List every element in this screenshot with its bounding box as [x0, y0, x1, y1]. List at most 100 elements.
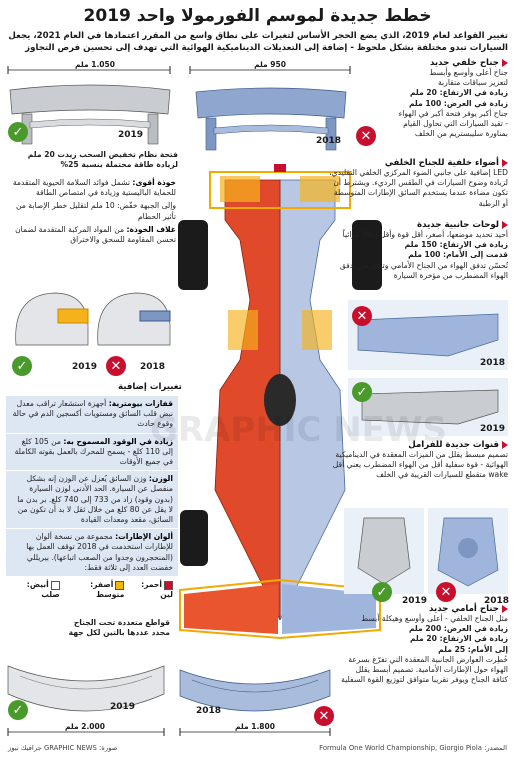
- footer-source: المصدر: Formula One World Championship, …: [319, 744, 507, 752]
- tyre-legend: أحمر: لين أصفر: متوسط أبيض: صلب: [6, 577, 178, 602]
- helmet-year-2019: 2019: [72, 362, 98, 372]
- helmet-shell-heading: غلاف الخوذة:: [126, 224, 176, 234]
- check-icon: ✓: [8, 700, 28, 720]
- legend-yellow-label: أصفر: متوسط: [90, 580, 125, 599]
- front-wing-width-2018: 1.800 ملم: [235, 722, 275, 731]
- rear-wing-illustrations: [7, 66, 351, 151]
- footer-credit: صورة: GRAPHIC NEWS جرافيك نيوز: [8, 744, 118, 752]
- front-wing-year-2019: 2019: [110, 702, 136, 712]
- car-top-view: [178, 164, 382, 640]
- helmet-year-2018: 2018: [140, 362, 166, 372]
- brake-duct-2018-image: [428, 508, 508, 594]
- extra-item-text: مجموعة من نسخة ألوان للإطارات استخدمت في…: [26, 532, 173, 572]
- front-wing-line: إلى الأمام: 25 ملم: [438, 644, 508, 654]
- brake-ducts-heading: قنوات جديدة للفرامل: [408, 440, 499, 450]
- rear-wing-year-2019: 2019: [118, 130, 144, 140]
- front-wing-illustrations: [7, 665, 331, 736]
- rear-wing-line: جناح أكبر يوفر فتحة أكبر في الهواء: [398, 108, 508, 118]
- front-wing-block: جناح أمامي جديد مثل الجناح الخلفي - أعلى…: [340, 604, 508, 685]
- white-swatch-icon: [50, 580, 60, 590]
- front-wing-line: زيادة في العرض: 200 ملم: [408, 624, 508, 634]
- cross-icon: ✕: [106, 356, 126, 376]
- legend-white: أبيض: صلب: [11, 580, 60, 599]
- barge-year-2018: 2018: [480, 358, 506, 368]
- extra-item-label: ألوان الإطارات:: [115, 532, 173, 542]
- front-wing-year-2018: 2018: [196, 706, 222, 716]
- rear-wing-heading: جناح خلفي جديد: [429, 58, 499, 68]
- cross-icon: ✕: [352, 306, 372, 326]
- intro-text: تغيير القواعد لعام 2019، الذي يضع الحجر …: [8, 31, 508, 53]
- barge-boards-text: أحيد تحديد موضعها، أصغر، أقل قوة وأقل إخ…: [342, 230, 508, 239]
- helmet-visor2-text: وإلى الجبهة خفّض: 10 ملم لتقليل خطر الإص…: [16, 201, 176, 221]
- barge-boards-heading: لوحات جانبية جديدة: [417, 220, 499, 230]
- extra-item: ألوان الإطارات: مجموعة من نسخة ألوان للإ…: [6, 529, 178, 578]
- helmet-text-block: خوذة أقوى: تشمل فوائد السلامة الحيوية ال…: [8, 178, 176, 245]
- yellow-swatch-icon: [115, 580, 125, 590]
- rear-lights-text: LED إضافية على جانبي الضوء المركزي الخلف…: [329, 168, 508, 208]
- rear-wing-line: - تقيد السيارات التي تحاول القيام: [403, 119, 508, 129]
- check-icon: ✓: [12, 356, 32, 376]
- extra-changes-list: قفازات بيومترية: أجهزة استشعار تراقب معد…: [6, 396, 178, 602]
- rear-wing-width-2019: 1.050 ملم: [75, 60, 115, 69]
- extra-item-label: الوزن:: [148, 474, 173, 484]
- bullet-icon: [502, 605, 508, 613]
- rear-lights-heading: أضواء خلفية للجناح الخلفي: [384, 158, 499, 168]
- brake-duct-2019-image: [344, 508, 424, 594]
- bullet-icon: [502, 441, 508, 449]
- barge-boards-line: زيادة في الارتفاع: 150 ملم: [404, 240, 508, 250]
- brake-year-2019: 2019: [402, 596, 428, 606]
- barge-board-2018-image: [348, 300, 508, 370]
- extra-item-text: من 105 كلغ إلى 110 كلغ - يسمح للمحرك بال…: [14, 436, 173, 467]
- page-title: خطط جديدة لموسم الفورمولا واحد 2019: [83, 6, 432, 26]
- bullet-icon: [502, 159, 508, 167]
- front-wing-line: مثل الجناح الخلفي - أعلى وأوسع وهيكلة أب…: [361, 614, 508, 623]
- front-wing-width-2019: 2.000 ملم: [65, 722, 105, 731]
- extra-item-label: زيادة في الوقود المسموح به:: [63, 436, 173, 446]
- cross-icon: ✕: [356, 126, 376, 146]
- brake-ducts-block: قنوات جديدة للفرامل تصميم مبسط يقلل من ا…: [330, 440, 508, 481]
- drs-note: فتحة نظام تخفيض السحب زيدت 20 ملم لزيادة…: [27, 150, 178, 170]
- helmet-visor-text: تشمل فوائد السلامة الحيوية المتقدمة للحم…: [12, 178, 176, 198]
- front-wing-heading: جناح أمامي جديد: [429, 604, 499, 614]
- barge-boards-block: لوحات جانبية جديدة أحيد تحديد موضعها، أص…: [328, 220, 508, 281]
- check-icon: ✓: [352, 382, 372, 402]
- cross-icon: ✕: [314, 706, 334, 726]
- rear-wing-line: لتعزيز سباقات متقاربة: [437, 78, 508, 88]
- barge-board-2019-image: [348, 378, 508, 436]
- red-swatch-icon: [164, 580, 173, 590]
- cross-icon: ✕: [436, 582, 456, 602]
- legend-white-label: أبيض: صلب: [26, 580, 60, 599]
- front-wing-line: خُطِرت العوارض الجانبية المعقدة التي تفر…: [341, 654, 508, 685]
- extra-item: زيادة في الوقود المسموح به: من 105 كلغ إ…: [6, 433, 178, 472]
- extra-item: الوزن: وزن السائق يُعزل عن الوزن إنه بشك…: [6, 471, 178, 530]
- extra-item-text: أجهزة استشعار تراقب معدل نبض قلب السائق …: [12, 399, 173, 429]
- helmet-visor-heading: خوذة أقوى:: [132, 178, 176, 187]
- rear-lights-block: أضواء خلفية للجناح الخلفي LED إضافية على…: [328, 158, 508, 209]
- legend-red-label: أحمر: لين: [141, 580, 173, 599]
- rear-wing-width-2018: 950 ملم: [254, 60, 286, 69]
- legend-red: أحمر: لين: [130, 580, 173, 599]
- check-icon: ✓: [372, 582, 392, 602]
- helmet-illustrations: [15, 292, 171, 346]
- extra-heading: تغييرات إضافية: [118, 382, 182, 392]
- check-icon: ✓: [8, 122, 28, 142]
- legend-yellow: أصفر: متوسط: [66, 580, 125, 599]
- extra-item-text: وزن السائق يُعزل عن الوزن إنه بشكل منفصل…: [17, 474, 173, 525]
- endplate-note: قواطع متعددة تحت الجناح محدد عددها بالتي…: [68, 618, 170, 638]
- rear-wing-line: زيادة في الارتفاع: 20 ملم: [409, 88, 508, 98]
- barge-boards-line: قدمت إلى الأمام: 100 ملم: [408, 250, 508, 260]
- rear-wing-line: زيادة في العرض: 100 ملم: [408, 98, 508, 108]
- watermark: GRAPHIC NEWS: [150, 410, 447, 450]
- extra-item: قفازات بيومترية: أجهزة استشعار تراقب معد…: [6, 396, 178, 434]
- bullet-icon: [502, 221, 508, 229]
- bullet-icon: [502, 59, 508, 67]
- rear-wing-year-2018: 2018: [316, 136, 342, 146]
- brake-ducts-text: تصميم مبسط يقلل من الميزات المعقدة في ال…: [332, 450, 508, 480]
- brake-year-2018: 2018: [484, 596, 510, 606]
- barge-year-2019: 2019: [480, 424, 506, 434]
- front-wing-line: زيادة في الارتفاع: 20 ملم: [409, 634, 508, 644]
- barge-boards-line: تُحسّن تدفق الهواء من الجناح الأمامي وتق…: [339, 260, 508, 280]
- rear-wing-text-block: جناح خلفي جديد جناح أعلى وأوسع وأبسط لتع…: [384, 58, 508, 139]
- extra-item-label: قفازات بيومترية:: [108, 399, 173, 408]
- rear-wing-line: جناح أعلى وأوسع وأبسط: [429, 68, 508, 77]
